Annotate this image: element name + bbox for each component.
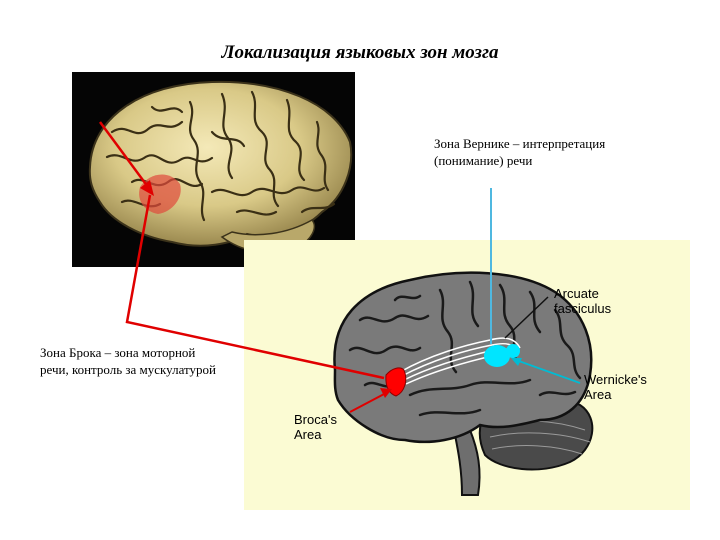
photo-arrow-head — [140, 180, 154, 196]
brainstem — [455, 430, 480, 495]
broca-label-line1: Broca's — [294, 412, 337, 427]
arcuate-label-line2: fasciculus — [554, 301, 611, 316]
wernicke-area-marker-extension — [506, 344, 520, 358]
broca-russian-label: Зона Брока – зона моторной речи, контрол… — [40, 344, 216, 378]
photo-arrow-line — [100, 122, 148, 187]
broca-label-line2: Area — [294, 427, 337, 442]
broca-russian-line1: Зона Брока – зона моторной — [40, 344, 216, 361]
wernicke-label-line2: Area — [584, 387, 647, 402]
wernicke-label-line1: Wernicke's — [584, 372, 647, 387]
wernicke-russian-line1: Зона Вернике – интерпретация — [434, 135, 605, 152]
broca-russian-line2: речи, контроль за мускулатурой — [40, 361, 216, 378]
wernicke-area-label: Wernicke's Area — [584, 372, 647, 402]
wernicke-russian-line2: (понимание) речи — [434, 152, 605, 169]
arcuate-fasciculus-label: Arcuate fasciculus — [554, 286, 611, 316]
broca-area-label: Broca's Area — [294, 412, 337, 442]
wernicke-area-marker — [484, 345, 510, 367]
arcuate-label-line1: Arcuate — [554, 286, 611, 301]
wernicke-russian-label: Зона Вернике – интерпретация (понимание)… — [434, 135, 605, 169]
